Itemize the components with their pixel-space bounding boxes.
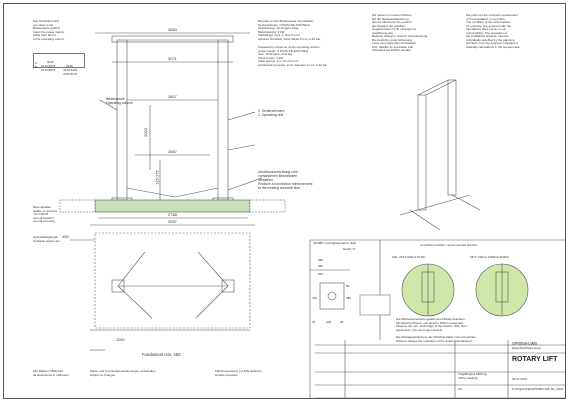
- floor-right: [249, 199, 286, 213]
- plate-dim-410: 410: [312, 296, 318, 300]
- plate-title: SP/088: Grundplattenbasis plate: [313, 241, 357, 245]
- plate-dim-24: ø24: [326, 320, 332, 324]
- dim-3071: 3071: [168, 56, 177, 61]
- dim-2607: 2607: [168, 94, 177, 99]
- td: 6418-6875: [41, 68, 56, 72]
- specs-de: Bauseits an der Bedienseule bereitstelle…: [258, 19, 321, 41]
- td: 4473-5078: [41, 64, 56, 68]
- plate-dim-21: 21: [312, 320, 316, 324]
- title-capacity-en: Lifting capacity: [458, 376, 478, 380]
- plate-dim-280: 280: [346, 296, 352, 300]
- title-sp-number: SP0058-LWB: [512, 341, 538, 346]
- title-date: 30.07.2019: [512, 377, 528, 381]
- specs-en: Prepared by customer at the operating co…: [258, 45, 328, 67]
- plate-dim-584: 584: [318, 264, 324, 268]
- dim-2587: 2587: [168, 149, 177, 154]
- dowel-label-mkt: MKT: VMZ-A 140M16-30/300: [470, 255, 509, 259]
- title-sheet: Datenblatt/Data sheet: [512, 346, 542, 350]
- label-operating-column: Bedienseule Operating column: [106, 97, 133, 105]
- title-capacity: Tragfähigkeit 6500 kg: [458, 372, 487, 376]
- plate-detail: Detail "H": [343, 247, 356, 251]
- dim-115-175: 115-175: [154, 170, 160, 185]
- concrete-slab: [94, 199, 251, 213]
- title-rev: A3: [458, 387, 462, 391]
- label-fundament: Fundament min. 450: [142, 352, 181, 357]
- dim-3663: 3663: [168, 27, 177, 32]
- dim-2003: 2003: [142, 128, 148, 137]
- foundation-note-en: We point out the minimum requirement of …: [466, 13, 521, 49]
- th-2: 3240: [66, 63, 73, 68]
- dowel-note-2: Die Montageanweisung der Dübelhersteller…: [396, 335, 477, 343]
- table-row: A 4473-5078 4476-5432: [35, 58, 83, 72]
- dim-1100: 1100: [116, 337, 125, 342]
- sheet-frame: [3, 3, 566, 399]
- note-changes: Maas- und Konstruktionsänderungen vorbeh…: [90, 369, 156, 377]
- note-surface-pressure: Flächenpressung p ≤ 8,81 daN/cm² surface…: [215, 369, 262, 377]
- dim-3937: 3937: [168, 219, 177, 224]
- table-row: B 6418-6875 4784-5247: [35, 62, 83, 76]
- plate-dim-65: 65: [340, 320, 344, 324]
- td: B: [35, 64, 38, 69]
- dowel-title: empfohlene Dübel / recommended anchors: [420, 243, 478, 247]
- note-units: Alle Maße in Millimeter all dimensions i…: [33, 369, 69, 377]
- floor-left: [59, 199, 96, 213]
- title-brand: ROTARY LIFT: [512, 356, 558, 363]
- plate-dim-360: 360: [318, 258, 324, 262]
- td: 4476-5432: [63, 67, 78, 72]
- variant-table: 3010 3240 A 4473-5078 4476-5432 B 6418-6…: [33, 53, 85, 75]
- label-concrete: Betonqualität quality of concrete min.C2…: [33, 205, 58, 223]
- foundation-note-de: Wir weisen in unseren Plänen auf die Min…: [372, 13, 429, 52]
- dim-450: 450: [62, 234, 69, 239]
- label-connection: Anschlussvorrichtung zum vorhandenen Bet…: [258, 170, 313, 190]
- label-operating-unit-1: 2. Seulenelement 2. Operating unit: [258, 109, 285, 117]
- plate-dim-264: 264: [318, 272, 324, 276]
- th-1: 3010: [47, 60, 54, 64]
- plate-dim-50: 50: [346, 284, 350, 288]
- td: 4784-5247: [63, 71, 78, 76]
- label-hydraulic: Hydraulikaggregat hydraulic power unit: [33, 235, 60, 243]
- dowel-label-hilti: Hilti: HST3-M20x170-30/-: [392, 255, 426, 259]
- table-header: 3010 3240: [35, 54, 83, 68]
- cable-note: Das Netzkabel wird von oben in die Bedie…: [33, 19, 65, 41]
- dowel-note-1: Die Mindestverankerungstiefe des Dübels …: [396, 317, 467, 332]
- td: A: [35, 60, 38, 65]
- title-file: D:\Proj\KLINE\SP0058-LWB_Bo_3604: [512, 387, 564, 391]
- dim-2768: 2768: [168, 212, 177, 217]
